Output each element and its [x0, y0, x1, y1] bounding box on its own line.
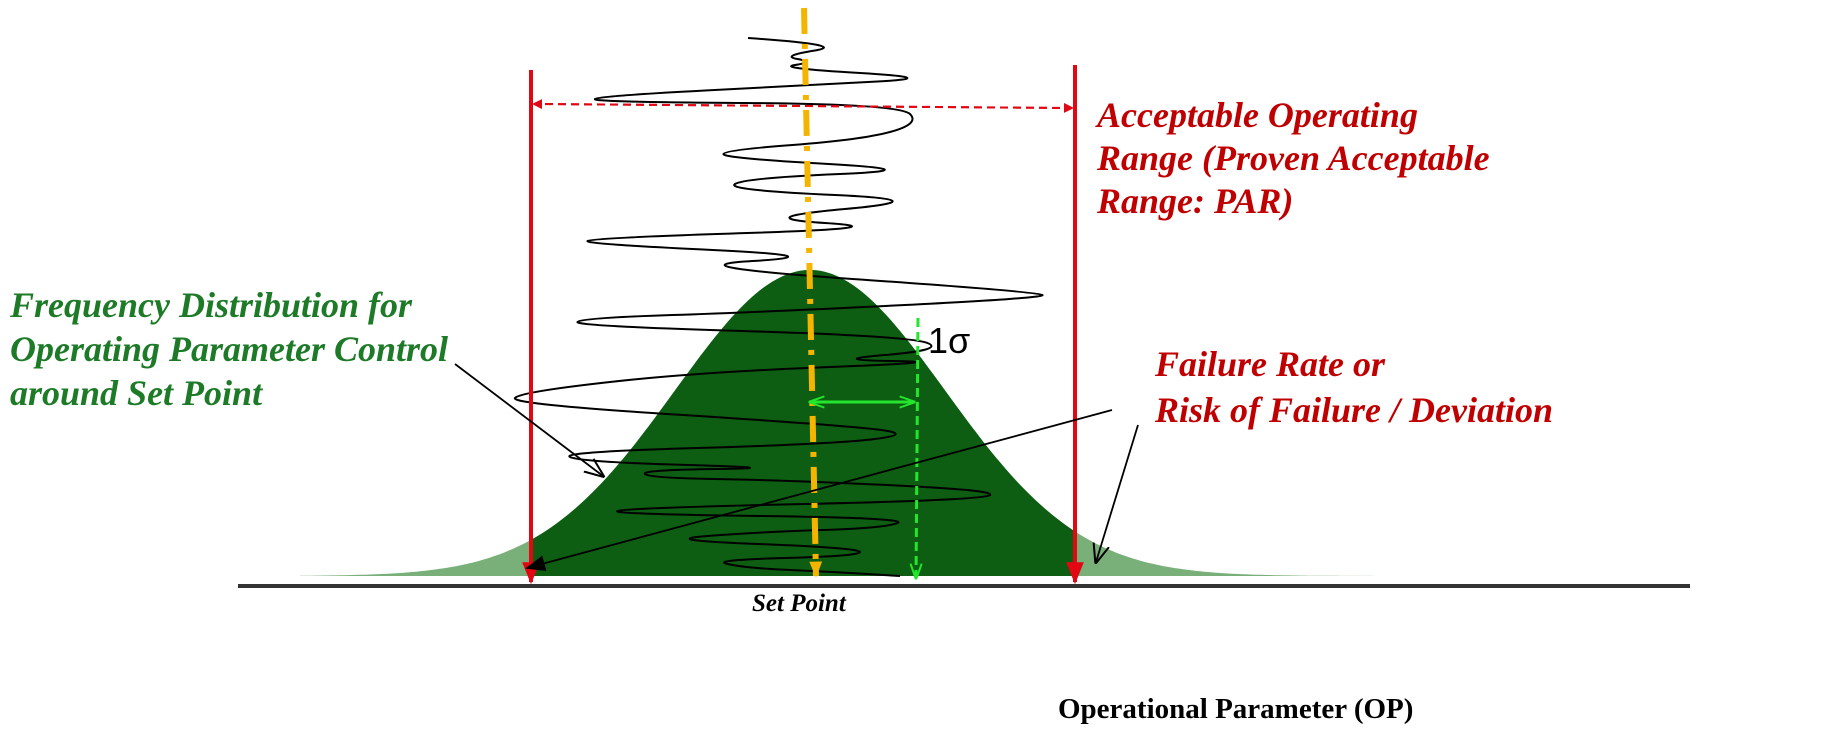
- set-point-line: [801, 7, 823, 578]
- acceptable-range-line-1: Acceptable Operating: [1097, 95, 1418, 135]
- failure-leader-line-right: [1096, 424, 1139, 562]
- frequency-leader-line: [454, 363, 603, 476]
- sigma-label: 1σ: [928, 320, 971, 361]
- acceptable-range-label: Acceptable Operating Range (Proven Accep…: [1097, 94, 1490, 223]
- frequency-line-2: Operating Parameter Control: [10, 329, 449, 369]
- failure-line-2: Risk of Failure / Deviation: [1155, 390, 1554, 430]
- set-point-label: Set Point: [752, 590, 846, 617]
- failure-leader-line-left: [525, 409, 1113, 572]
- operational-parameter-label: Operational Parameter (OP): [1058, 693, 1414, 725]
- frequency-line-1: Frequency Distribution for: [10, 285, 413, 325]
- sigma-marker-line: [916, 317, 918, 578]
- process-trace: [513, 37, 1044, 577]
- frequency-line-3: around Set Point: [10, 373, 263, 413]
- failure-line-1: Failure Rate or: [1155, 344, 1386, 384]
- acceptable-range-line-2: Range (Proven Acceptable: [1097, 138, 1490, 178]
- frequency-distribution-label: Frequency Distribution for Operating Par…: [10, 283, 448, 415]
- acceptable-range-line-3: Range: PAR): [1097, 181, 1294, 221]
- failure-rate-label: Failure Rate or Risk of Failure / Deviat…: [1155, 341, 1553, 433]
- acceptable-range-arrow-back: [532, 99, 1061, 110]
